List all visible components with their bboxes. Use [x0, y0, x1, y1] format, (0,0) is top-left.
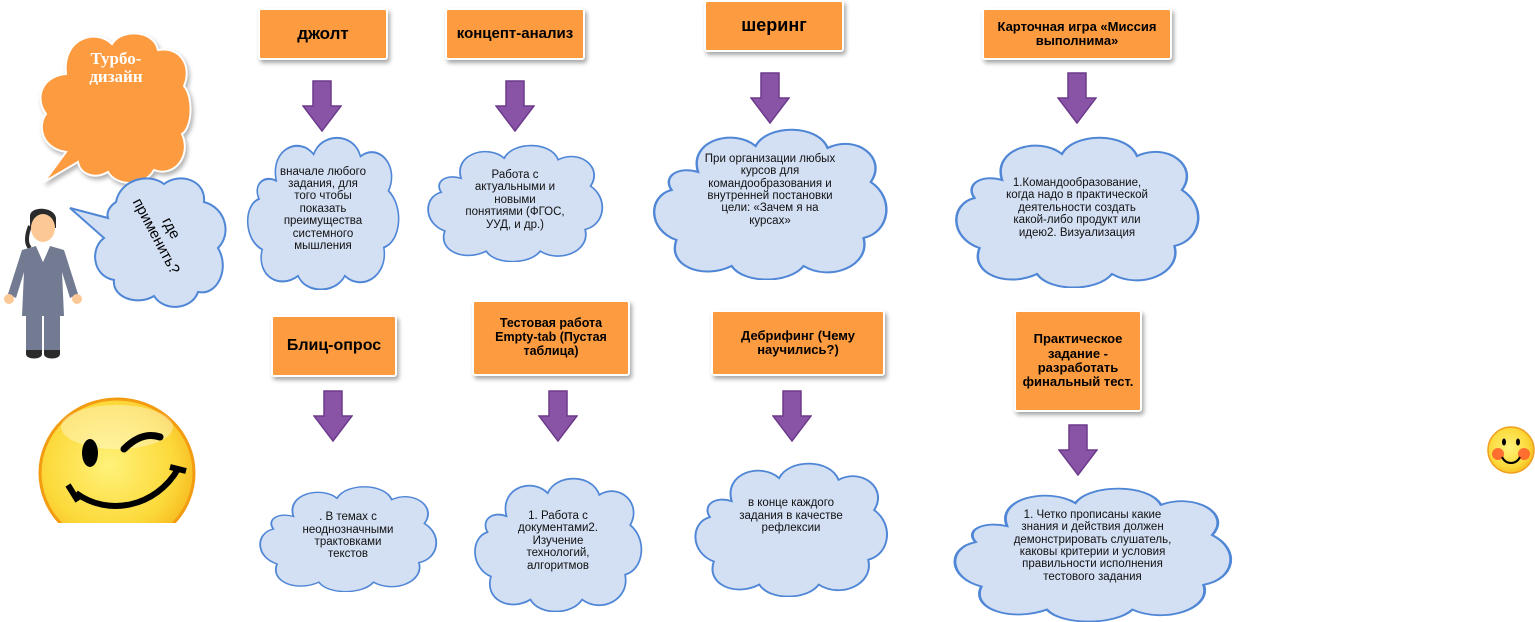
method-description-cloud: вначале любого задания, для того чтобы п…: [245, 128, 401, 290]
arrow-down-icon: [1057, 72, 1097, 124]
arrow-down-icon: [495, 80, 535, 132]
turbo-design-bubble: Турбо- дизайн: [36, 28, 194, 188]
method-title-sharing: шеринг: [704, 0, 844, 52]
arrow-down-icon: [302, 80, 342, 132]
method-title-card-game: Карточная игра «Миссия выполнима»: [982, 8, 1172, 60]
method-description-cloud: . В темах с неоднозначными трактовками т…: [257, 480, 439, 592]
method-title-concept-analysis: концепт-анализ: [445, 8, 585, 60]
method-description-cloud: Работа с актуальными и новыми понятиями …: [425, 138, 605, 262]
method-description-text: вначале любого задания, для того чтобы п…: [280, 165, 366, 253]
businesswoman-icon: [0, 206, 86, 362]
method-description-cloud: в конце каждого задания в качестве рефле…: [692, 455, 890, 597]
turbo-design-text: Турбо- дизайн: [89, 49, 143, 86]
method-title-practical-task: Практическое задание - разработать финал…: [1014, 310, 1142, 412]
arrow-down-icon: [772, 390, 812, 442]
method-description-text: в конце каждого задания в качестве рефле…: [739, 497, 843, 535]
arrow-down-icon: [1058, 424, 1098, 476]
winking-smiley-icon: [38, 397, 196, 549]
method-description-text: 1. Работа с документами2. Изучение техно…: [518, 509, 598, 572]
method-description-text: 1.Командообразование, когда надо в практ…: [1006, 176, 1148, 239]
arrow-down-icon: [750, 72, 790, 124]
method-description-text: 1. Четко прописаны какие знания и действ…: [1013, 508, 1172, 583]
method-title-empty-tab: Тестовая работа Empty-tab (Пустая таблиц…: [472, 300, 630, 376]
method-title-debriefing: Дебрифинг (Чему научились?): [711, 310, 885, 376]
method-description-cloud: 1. Работа с документами2. Изучение техно…: [472, 470, 644, 612]
where-to-apply-bubble: где применить?: [68, 172, 230, 310]
method-description-cloud: 1. Четко прописаны какие знания и действ…: [950, 480, 1235, 622]
method-description-text: Работа с актуальными и новыми понятиями …: [465, 168, 565, 231]
method-description-text: При организации любых курсов для командо…: [704, 152, 836, 227]
method-description-cloud: При организации любых курсов для командо…: [650, 120, 890, 280]
arrow-down-icon: [313, 390, 353, 442]
method-title-blitz-poll: Блиц-опрос: [271, 315, 397, 377]
arrow-down-icon: [538, 390, 578, 442]
method-title-jolt: джолт: [258, 8, 388, 60]
method-description-text: . В темах с неоднозначными трактовками т…: [302, 511, 394, 561]
blushing-smiley-icon: [1486, 425, 1535, 475]
method-description-cloud: 1.Командообразование, когда надо в практ…: [952, 128, 1202, 288]
